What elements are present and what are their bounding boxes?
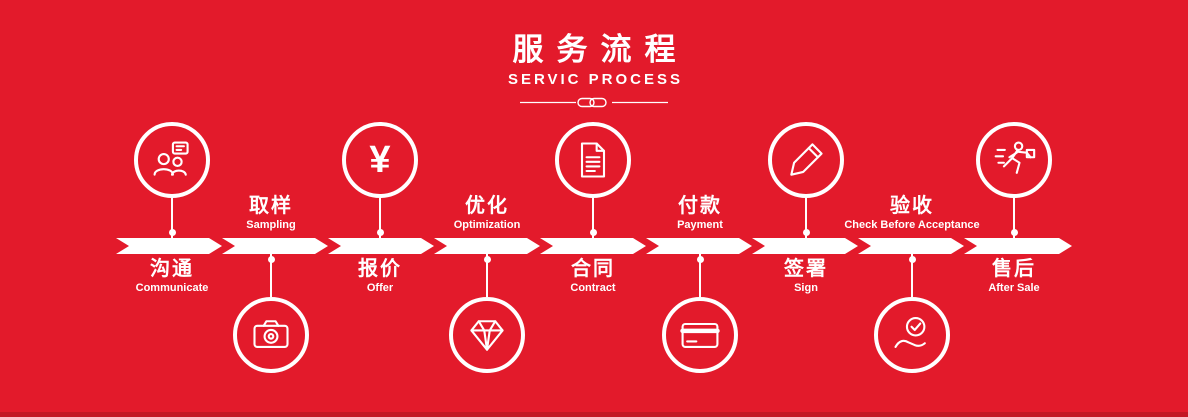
step-label: 付款 Payment <box>610 194 790 231</box>
connector-line <box>270 254 272 297</box>
step-label: 验收 Check Before Acceptance <box>822 194 1002 231</box>
yen-icon: ¥ <box>369 139 391 181</box>
document-icon <box>580 142 606 178</box>
connector-dot <box>376 229 384 236</box>
step-label-en: Sign <box>794 282 818 294</box>
connector-line <box>379 198 381 238</box>
step-label-en: Payment <box>677 219 723 231</box>
bottom-strip <box>0 412 1188 417</box>
icon-badge <box>449 297 525 373</box>
step-label-zh: 合同 <box>571 258 615 280</box>
courier-icon <box>994 141 1036 174</box>
credit-card-icon <box>680 322 720 348</box>
connector-line <box>171 198 173 238</box>
connector-line <box>699 254 701 297</box>
icon-badge: ¥ <box>342 122 418 198</box>
connector-line <box>486 254 488 297</box>
step-label-zh: 沟通 <box>150 258 194 280</box>
step-label: 沟通 Communicate <box>82 257 262 294</box>
connector-line <box>1013 198 1015 238</box>
icon-badge <box>768 122 844 198</box>
pencil-icon <box>790 143 823 176</box>
process-arrow-line <box>116 238 1072 254</box>
connector-line <box>911 254 913 297</box>
connector-line <box>592 198 594 238</box>
icon-badge <box>662 297 738 373</box>
icon-badge <box>134 122 210 198</box>
step-label-en: Sampling <box>246 219 296 231</box>
team-icon <box>153 141 189 176</box>
step-label-zh: 签署 <box>784 258 828 280</box>
step-label: 合同 Contract <box>503 257 683 294</box>
camera-icon <box>253 320 289 348</box>
connector-dot <box>802 229 810 236</box>
icon-badge <box>976 122 1052 198</box>
icon-badge <box>233 297 309 373</box>
step-label: 报价 Offer <box>290 257 470 294</box>
step-label-zh: 报价 <box>358 258 402 280</box>
step-label-en: After Sale <box>988 282 1040 294</box>
step-label-en: Contract <box>570 282 616 294</box>
connector-line <box>805 198 807 238</box>
connector-dot <box>168 229 176 236</box>
step-label-en: Check Before Acceptance <box>844 219 980 231</box>
title-divider <box>520 97 668 108</box>
step-label-zh: 优化 <box>465 195 509 217</box>
connector-dot <box>589 229 597 236</box>
step-label-en: Offer <box>366 282 394 294</box>
step-label-zh: 售后 <box>992 258 1036 280</box>
step-label-en: Communicate <box>135 282 209 294</box>
step-label-en: Optimization <box>453 219 521 231</box>
icon-badge <box>555 122 631 198</box>
step-label-zh: 验收 <box>890 195 934 217</box>
hand-check-icon <box>894 316 926 348</box>
step-label-zh: 付款 <box>678 195 722 217</box>
step-label: 取样 Sampling <box>181 194 361 231</box>
header: 服务流程 SERVIC PROCESS <box>0 24 1188 115</box>
icon-badge <box>874 297 950 373</box>
step-label: 售后 After Sale <box>924 257 1104 294</box>
chain-link-icon <box>577 97 607 108</box>
step-label: 优化 Optimization <box>397 194 577 231</box>
diamond-icon <box>470 320 504 351</box>
step-label: 签署 Sign <box>716 257 896 294</box>
connector-dot <box>1010 229 1018 236</box>
page-title: 服务流程 <box>512 32 689 67</box>
page-subtitle: SERVIC PROCESS <box>507 71 684 88</box>
step-label-zh: 取样 <box>249 195 293 217</box>
